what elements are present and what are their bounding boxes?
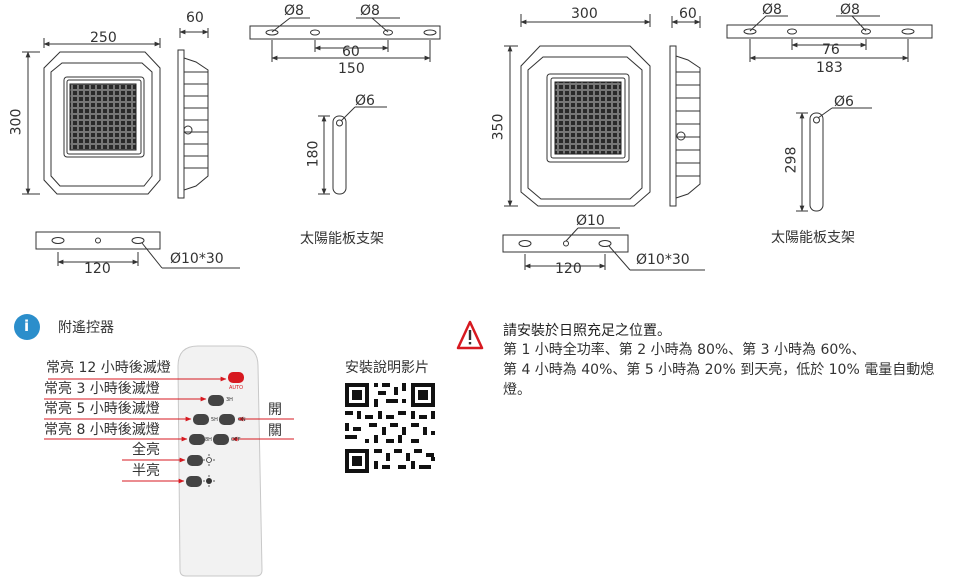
- label-8h: 常亮 8 小時後滅燈: [44, 422, 160, 438]
- label-12h: 常亮 12 小時後滅燈: [46, 360, 171, 376]
- left-panel-arm: [318, 106, 387, 195]
- auto-button[interactable]: [228, 372, 244, 383]
- warning-line-1: 第 1 小時全功率、第 2 小時為 80%、第 3 小時為 60%、: [503, 342, 866, 358]
- button-off[interactable]: [213, 434, 229, 445]
- remote-control: [177, 345, 263, 577]
- qr-code[interactable]: [344, 382, 436, 474]
- right-floodlight-front: [520, 45, 651, 207]
- label-off: 關: [268, 423, 282, 439]
- right-bracket-hole-label-1: Ø8: [762, 2, 782, 18]
- button-full-bright[interactable]: [187, 455, 203, 466]
- button-half-bright[interactable]: [186, 476, 202, 487]
- left-bracket-hole-label-1: Ø8: [284, 3, 304, 19]
- label-on: 開: [268, 402, 282, 418]
- right-width-dimension: [520, 14, 651, 27]
- button-3h[interactable]: [208, 395, 224, 406]
- right-height-dimension: [504, 45, 518, 207]
- right-mount-spacing-label: 120: [555, 261, 582, 277]
- auto-button-label: AUTO: [229, 385, 244, 391]
- label-half-bright: 半亮: [132, 463, 160, 479]
- button-off-label: OFF: [231, 437, 241, 443]
- right-depth-dimension: [671, 16, 701, 28]
- qr-caption: 安裝說明影片: [345, 360, 429, 376]
- right-top-bracket: [726, 15, 933, 62]
- right-mount-slot-label: Ø10*30: [636, 252, 690, 268]
- left-height-label: 300: [8, 108, 25, 136]
- left-floodlight-side: [177, 49, 209, 199]
- button-3h-label: 3H: [226, 397, 233, 403]
- left-bracket-spacing-label: 60: [342, 44, 360, 60]
- left-mount-spacing-label: 120: [84, 261, 111, 277]
- remote-callout-lines: [44, 376, 294, 484]
- button-on-label: ON: [238, 417, 246, 423]
- right-height-label: 350: [490, 113, 507, 141]
- left-mount-plate: [35, 231, 240, 269]
- left-floodlight-front: [43, 51, 161, 195]
- label-5h: 常亮 5 小時後滅燈: [44, 401, 160, 417]
- sun-icon: [203, 454, 215, 466]
- left-mount-slot-label: Ø10*30: [170, 251, 224, 267]
- warning-body: 第 1 小時全功率、第 2 小時為 80%、第 3 小時為 60%、 第 4 小…: [503, 340, 948, 400]
- left-top-bracket: [249, 17, 441, 62]
- left-depth-dimension: [179, 28, 209, 38]
- right-mount-plate: [502, 227, 705, 271]
- warning-title: 請安裝於日照充足之位置。: [503, 323, 671, 339]
- button-on[interactable]: [219, 414, 235, 425]
- left-width-label: 250: [90, 30, 117, 46]
- right-panel-arm-hole-label: Ø6: [834, 94, 854, 110]
- half-sun-icon: [203, 475, 215, 487]
- right-mount-hole-label: Ø10: [576, 213, 605, 229]
- left-panel-arm-length-label: 180: [305, 140, 322, 168]
- left-panel-bracket-caption: 太陽能板支架: [300, 231, 384, 247]
- right-panel-arm: [796, 107, 872, 212]
- info-icon: [14, 314, 40, 340]
- right-bracket-length-label: 183: [816, 60, 843, 76]
- info-icon-glyph: i: [24, 317, 30, 335]
- button-8h-label: 8H: [205, 437, 212, 443]
- button-5h-label: 5H: [211, 417, 218, 423]
- button-5h[interactable]: [193, 414, 209, 425]
- left-bracket-hole-label-2: Ø8: [360, 3, 380, 19]
- right-width-label: 300: [571, 6, 598, 22]
- right-panel-bracket-caption: 太陽能板支架: [771, 230, 855, 246]
- left-panel-arm-hole-label: Ø6: [355, 93, 375, 109]
- right-depth-label: 60: [679, 6, 697, 22]
- label-3h: 常亮 3 小時後滅燈: [44, 381, 160, 397]
- right-bracket-hole-label-2: Ø8: [840, 2, 860, 18]
- left-width-dimension: [43, 38, 161, 48]
- remote-title: 附遙控器: [58, 320, 114, 336]
- warning-icon: [456, 320, 484, 350]
- right-panel-arm-length-label: 298: [783, 146, 800, 174]
- label-full-bright: 全亮: [132, 442, 160, 458]
- warning-line-2: 第 4 小時為 40%、第 5 小時為 20% 到天亮，低於 10% 電量自動熄…: [503, 362, 935, 398]
- left-height-dimension: [22, 51, 40, 195]
- button-8h[interactable]: [189, 434, 205, 445]
- right-bracket-spacing-label: 76: [822, 42, 840, 58]
- left-depth-label: 60: [186, 10, 204, 26]
- right-floodlight-side: [669, 45, 701, 207]
- left-bracket-length-label: 150: [338, 61, 365, 77]
